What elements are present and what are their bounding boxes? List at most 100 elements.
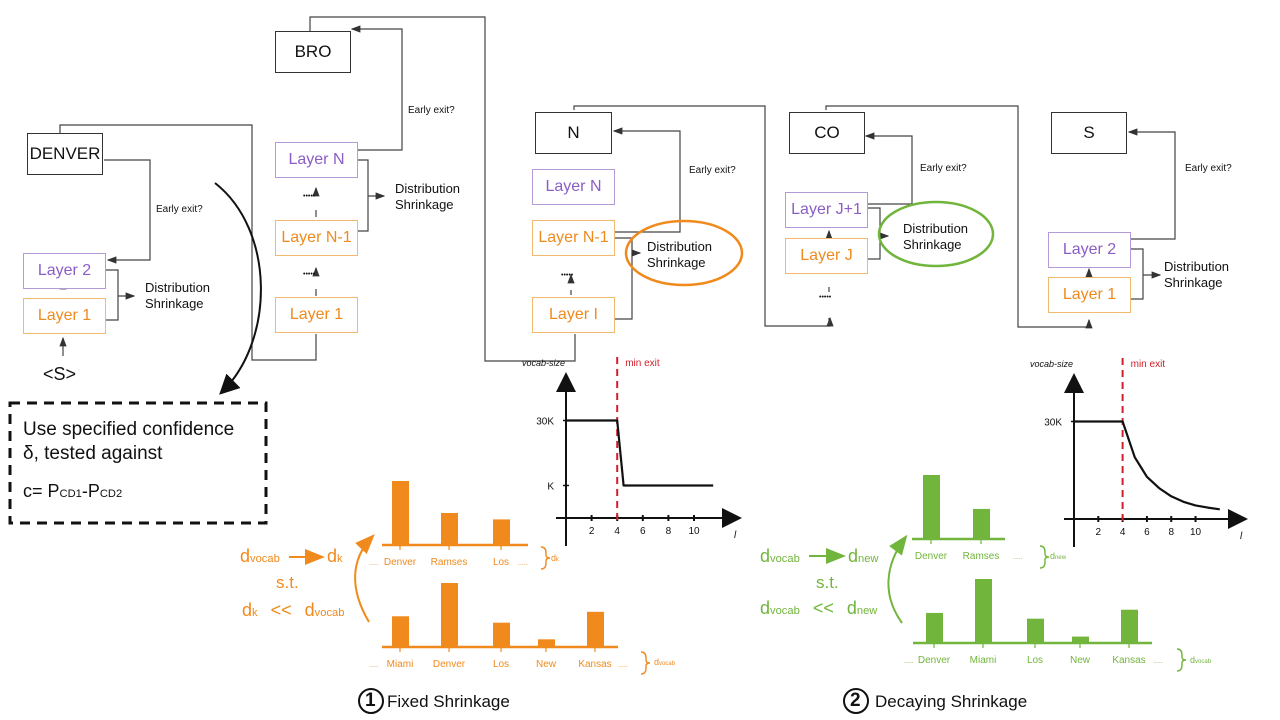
dots: ••••• bbox=[561, 272, 574, 279]
early-exit-label: Early exit? bbox=[689, 165, 736, 176]
brace-dk bbox=[540, 546, 551, 570]
fixed-shrink-arrow bbox=[354, 534, 375, 623]
decay-eq-line2: dvocab << dnew bbox=[760, 598, 878, 618]
layer-box: Layer I bbox=[532, 297, 615, 333]
circle-number-1: 1 bbox=[365, 690, 376, 711]
bar-label: Miami bbox=[970, 655, 997, 666]
bar-label: Denver bbox=[918, 655, 951, 666]
layer-box: Layer 1 bbox=[275, 297, 358, 333]
bar-label: Denver bbox=[384, 557, 417, 568]
exit-line-2 bbox=[350, 25, 403, 151]
bar-label: New bbox=[1070, 655, 1091, 666]
brace-dvocab-1 bbox=[640, 651, 651, 675]
layer-box: Layer N bbox=[532, 169, 615, 205]
ellipsis: ..... bbox=[369, 662, 379, 669]
layer-box: Layer 1 bbox=[23, 298, 106, 334]
fixed-eq-line1: dvocab bbox=[240, 546, 280, 566]
early-exit-label: Early exit? bbox=[920, 163, 967, 174]
layer-box: Layer 2 bbox=[1048, 232, 1131, 268]
ellipsis: ..... bbox=[618, 662, 628, 669]
y-tick-label: K bbox=[547, 482, 554, 493]
bar bbox=[493, 519, 510, 545]
brace-label-dk: dk bbox=[551, 553, 560, 563]
shrink-bracket-1 bbox=[106, 269, 134, 321]
bar-label: Ramses bbox=[431, 557, 468, 568]
circle-number-2: 2 bbox=[850, 690, 861, 711]
bar-label: Los bbox=[1027, 655, 1043, 666]
decay-eq-line1: dvocab bbox=[760, 546, 800, 566]
x-tick-label: 10 bbox=[688, 526, 700, 537]
layer-box: Layer N bbox=[275, 142, 358, 178]
confidence-box-border bbox=[8, 401, 268, 525]
ellipsis: ..... bbox=[369, 560, 379, 567]
x-tick-label: 2 bbox=[589, 526, 595, 537]
exit-line-1 bbox=[104, 159, 151, 264]
circle-1 bbox=[358, 688, 384, 714]
layer-box: Layer J bbox=[785, 238, 868, 274]
min-exit-label: min exit bbox=[1131, 359, 1166, 370]
x-tick-label: 4 bbox=[614, 526, 620, 537]
x-tick-label: 4 bbox=[1120, 527, 1126, 538]
bar-label: Kansas bbox=[578, 659, 611, 670]
link-4-5 bbox=[825, 105, 1093, 329]
brace-label-dnew: dnew bbox=[1050, 551, 1067, 561]
token-box-denver: DENVER bbox=[27, 133, 103, 175]
decaying-shrinkage-title: Decaying Shrinkage bbox=[875, 692, 1028, 711]
input-token: <S> bbox=[43, 364, 77, 384]
brace-label-dvocab: dvocab bbox=[654, 657, 676, 667]
dots: ••••• bbox=[819, 294, 832, 301]
bar-label: Denver bbox=[433, 659, 466, 670]
min-exit-label: min exit bbox=[625, 358, 660, 369]
decay-shrink-arrow bbox=[887, 534, 908, 624]
dots: ••••• bbox=[303, 271, 316, 278]
layer-box: Layer 2 bbox=[23, 253, 106, 289]
fixed-eq-target: dk bbox=[327, 546, 343, 566]
bar bbox=[441, 513, 458, 545]
shrinkage-highlight-orange bbox=[624, 219, 744, 287]
bar bbox=[392, 616, 409, 647]
ellipsis: ..... bbox=[518, 560, 528, 567]
layer-box: Layer 1 bbox=[1048, 277, 1131, 313]
fixed-st: s.t. bbox=[276, 573, 299, 592]
x-tick-label: 6 bbox=[1144, 527, 1150, 538]
shrink-bracket-2 bbox=[358, 159, 384, 232]
link-1-2 bbox=[59, 124, 317, 361]
bar bbox=[1121, 609, 1138, 643]
bar-label: Denver bbox=[915, 551, 948, 562]
dots: ••••• bbox=[303, 193, 316, 200]
x-tick-label: 8 bbox=[1168, 527, 1174, 538]
decay-st: s.t. bbox=[816, 573, 839, 592]
early-exit-label: Early exit? bbox=[1185, 163, 1232, 174]
shrink-bracket-3 bbox=[615, 237, 640, 320]
x-tick-label: 8 bbox=[666, 526, 672, 537]
circle-2 bbox=[843, 688, 869, 714]
y-tick-label: 30K bbox=[536, 417, 554, 428]
fixed-shrinkage-title: Fixed Shrinkage bbox=[387, 692, 510, 711]
x-tick-label: 6 bbox=[640, 526, 646, 537]
bar bbox=[538, 639, 555, 647]
link-2-3 bbox=[309, 16, 576, 362]
bar-label: Miami bbox=[387, 659, 414, 670]
early-exit-label: Early exit? bbox=[156, 204, 203, 215]
confidence-arrow bbox=[214, 182, 262, 395]
exit-line-4 bbox=[864, 132, 913, 205]
y-axis-label: vocab-size bbox=[522, 358, 565, 368]
ellipsis: ..... bbox=[1153, 658, 1163, 665]
y-axis-label: vocab-size bbox=[1030, 359, 1073, 369]
shrinkage-highlight-green bbox=[877, 200, 995, 268]
exit-line-5 bbox=[1127, 128, 1176, 240]
decay-eq-target: dnew bbox=[848, 546, 879, 566]
bar bbox=[973, 508, 990, 539]
token-box-s: S bbox=[1051, 112, 1127, 154]
bar bbox=[975, 579, 992, 643]
